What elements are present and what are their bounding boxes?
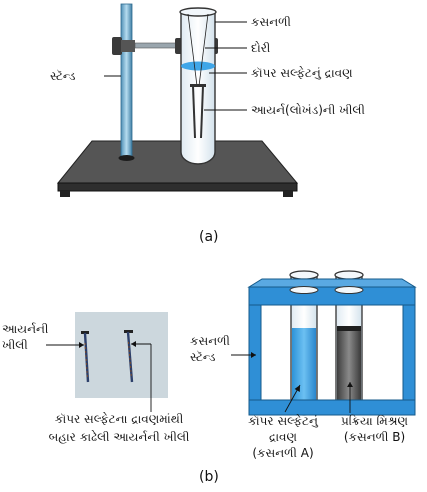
tube-stand-left-leg: [248, 304, 262, 416]
label-tube-A-line3: (કસનળી A): [252, 446, 314, 460]
label-stand: સ્ટૅન્ડ: [50, 69, 76, 83]
thread-string: [187, 13, 198, 87]
label-tube-stand-line2: સ્ટૅન્ડ: [190, 350, 216, 364]
caption-b: (b): [199, 469, 219, 485]
caption-a: (a): [199, 229, 219, 245]
label-thread: દોરી: [251, 41, 271, 55]
stand-base-top: [56, 140, 299, 184]
test-tube-a: [180, 11, 216, 165]
stand-rod-foot: [118, 155, 135, 161]
label-test-tube: કસનળી: [251, 15, 291, 29]
removed-nail-2: [126, 331, 134, 383]
removed-nail-1-head: [81, 331, 89, 334]
label-removed-nail-line2: બહાર કાઢેલી આયર્નની ખીલી: [48, 430, 190, 444]
clamp-knob: [112, 37, 122, 55]
iron-nail-a-head: [190, 84, 206, 87]
reaction-mixture-tube-B: [337, 328, 361, 414]
leader-tube-A-arrow: [294, 385, 300, 392]
thread-string-2: [198, 13, 209, 87]
leader-iron-nail-arrow: [79, 342, 84, 348]
label-copper-sulphate-solution: કૉપર સલ્ફેટનું દ્રાવણ: [251, 66, 353, 80]
reaction-mixture-top: [337, 326, 361, 331]
removed-nail-1: [83, 332, 90, 383]
figure-b-nails: [46, 312, 168, 412]
leader-tube-B-arrow: [347, 382, 353, 387]
label-iron-nail: આયર્ન(લોખંડ)ની ખીલી: [251, 103, 365, 117]
label-iron-nail-b-line2: ખીલી: [2, 338, 28, 352]
tube-stand-right-leg: [402, 304, 416, 416]
iron-nail-a-1: [192, 85, 196, 139]
stand-hole-A: [289, 286, 319, 294]
label-iron-nail-b-line1: આયર્નની: [2, 322, 49, 336]
clamp-body: [121, 40, 135, 52]
stand-base-foot-left: [60, 191, 70, 197]
tube-stand-inner-back: [260, 304, 404, 401]
copper-sulphate-tube-A: [292, 328, 316, 414]
label-removed-nail-line1: કૉપર સલ્ફેટના દ્રાવણમાંથી: [54, 412, 184, 426]
removed-nail-1-rust: [84, 342, 88, 379]
label-tube-A-line1: કૉપર સલ્ફેટનું: [248, 414, 318, 428]
figure-b-stand: [231, 270, 417, 416]
label-tube-A-line2: દ્રાવણ: [269, 430, 297, 444]
label-tube-B-line1: પ્રક્રિયા મિશ્રણ: [341, 414, 408, 428]
test-tube-a-rim: [179, 7, 217, 17]
stand-rod: [120, 3, 133, 159]
leader-tube-stand-arrow: [251, 352, 256, 358]
tube-stand-bottom: [248, 399, 416, 416]
stand-base-front: [57, 182, 298, 192]
stand-hole-B: [334, 286, 364, 294]
nails-panel: [75, 312, 168, 398]
label-tube-B-line2: (કસનળી B): [343, 430, 406, 444]
copper-sulphate-surface: [181, 61, 215, 71]
label-tube-stand-line1: કસનળી: [190, 334, 230, 348]
test-tube-b-A-rim: [289, 270, 319, 280]
stand-base-foot-right: [283, 191, 293, 197]
removed-nail-2-head: [124, 330, 133, 333]
leader-removed-nail-arrow: [131, 341, 136, 347]
test-tube-b-B-rim: [334, 270, 364, 280]
figure-a: [56, 3, 299, 197]
clamp-arm: [134, 42, 178, 49]
tube-stand-top-bevel: [247, 278, 417, 288]
iron-nail-a-2: [200, 85, 204, 139]
tube-stand-top: [248, 286, 416, 306]
